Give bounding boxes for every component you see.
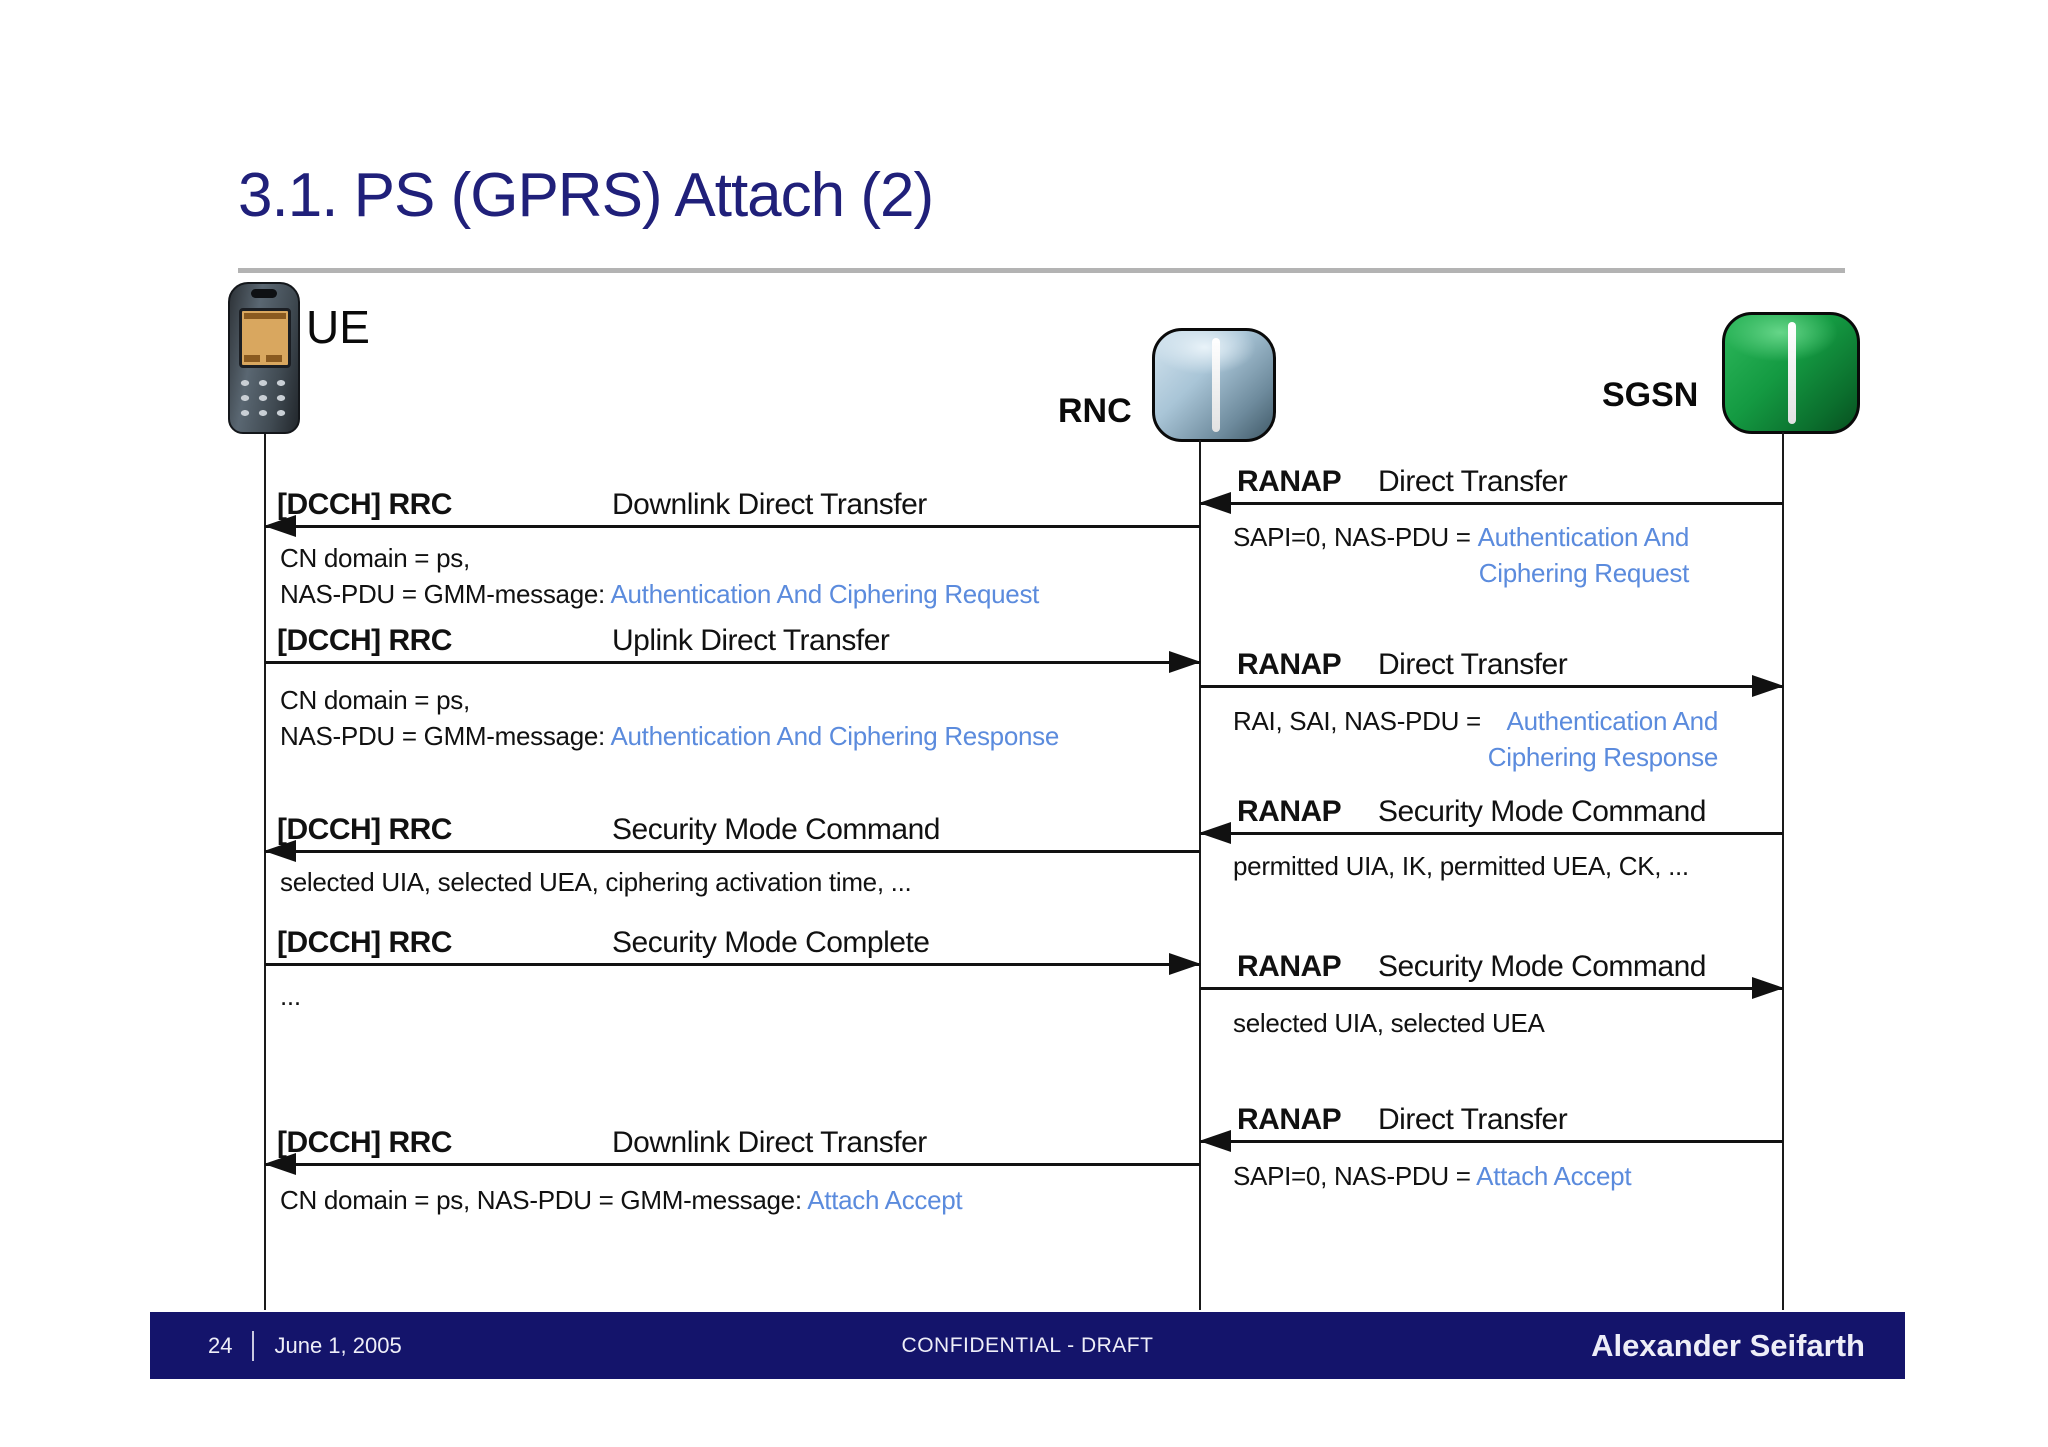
param-text: SAPI=0, NAS-PDU = [1233, 1161, 1477, 1191]
arrowhead-left [264, 1153, 296, 1175]
message-params: CN domain = ps, NAS-PDU = GMM-message: A… [280, 1182, 963, 1218]
message-arrow [1199, 1130, 1783, 1152]
sgsn-lifeline [1782, 432, 1784, 1310]
node-stripe [1211, 338, 1220, 432]
arrowhead-right [1169, 953, 1201, 975]
page-title: 3.1. PS (GPRS) Attach (2) [238, 161, 934, 230]
message-arrow [265, 953, 1201, 975]
param-highlight-line: Ciphering Request [1478, 558, 1690, 588]
footer-date: June 1, 2005 [274, 1332, 402, 1358]
message-protocol: [DCCH] RRC [277, 926, 452, 959]
message-protocol: [DCCH] RRC [277, 624, 452, 657]
message-params: NAS-PDU = GMM-message: Authentication An… [280, 576, 1039, 612]
footer-bar: 24 June 1, 2005 CONFIDENTIAL - DRAFT Ale… [150, 1312, 1905, 1379]
message-name: Security Mode Command [1378, 950, 1706, 983]
arrowhead-right [1752, 977, 1784, 999]
message-protocol: RANAP [1237, 795, 1342, 828]
footer-author: Alexander Seifarth [1591, 1327, 1865, 1363]
node-stripe [1788, 322, 1797, 424]
param-text: SAPI=0, NAS-PDU = [1233, 522, 1478, 552]
message-arrow [1200, 977, 1784, 999]
ue-entity-label: UE [306, 301, 370, 353]
message-protocol: RANAP [1237, 465, 1342, 498]
message-name: Downlink Direct Transfer [612, 488, 927, 521]
param-highlight: Attach Accept [1476, 1161, 1632, 1191]
title-divider [238, 268, 1845, 273]
rnc-lifeline [1199, 440, 1201, 1310]
param-text: CN domain = ps, NAS-PDU = GMM-message: [280, 1185, 808, 1215]
phone-screen-detail [244, 313, 286, 319]
message-name: Security Mode Command [1378, 795, 1706, 828]
message-arrow [264, 515, 1200, 537]
param-text: RAI, SAI, NAS-PDU = [1233, 706, 1488, 736]
message-arrow [265, 651, 1201, 673]
message-name: Uplink Direct Transfer [612, 624, 890, 657]
message-params: SAPI=0, NAS-PDU = Attach Accept [1233, 1158, 1632, 1194]
arrowhead-left [264, 840, 296, 862]
phone-earpiece [251, 289, 277, 298]
message-params: selected UIA, selected UEA, ciphering ac… [280, 867, 912, 897]
sgsn-entity-label: SGSN [1602, 376, 1699, 414]
message-protocol: [DCCH] RRC [277, 488, 452, 521]
param-text: NAS-PDU = GMM-message: [280, 721, 611, 751]
message-arrow [1199, 492, 1783, 514]
param-highlight: Authentication And Ciphering Response [610, 721, 1060, 751]
rnc-entity-label: RNC [1058, 392, 1132, 430]
ue-lifeline [264, 434, 266, 1310]
page-number: 24 [208, 1332, 233, 1358]
footer-left: 24 June 1, 2005 [208, 1330, 402, 1361]
phone-screen-detail [244, 355, 260, 362]
message-protocol: RANAP [1237, 1103, 1342, 1136]
arrowhead-right [1169, 651, 1201, 673]
message-name: Direct Transfer [1378, 465, 1568, 498]
message-protocol: [DCCH] RRC [277, 1126, 452, 1159]
arrowhead-left [264, 515, 296, 537]
message-name: Direct Transfer [1378, 648, 1568, 681]
message-params: CN domain = ps, [280, 543, 470, 573]
message-params: selected UIA, selected UEA [1233, 1008, 1545, 1038]
phone-keypad [237, 376, 291, 422]
mobile-phone-icon [228, 282, 300, 434]
message-name: Security Mode Command [612, 813, 940, 846]
sgsn-node-icon [1722, 312, 1860, 434]
message-protocol: [DCCH] RRC [277, 813, 452, 846]
param-highlight-line: Authentication And [1506, 706, 1719, 736]
message-arrow [1199, 822, 1783, 844]
rnc-node-icon [1152, 328, 1276, 442]
arrowhead-right [1752, 675, 1784, 697]
arrowhead-left [1199, 492, 1231, 514]
param-highlight-line: Authentication And [1477, 522, 1690, 552]
message-name: Downlink Direct Transfer [612, 1126, 927, 1159]
arrowhead-left [1199, 822, 1231, 844]
phone-screen [239, 308, 291, 368]
message-protocol: RANAP [1237, 648, 1342, 681]
message-params: ... [280, 981, 301, 1011]
confidentiality-label: CONFIDENTIAL - DRAFT [901, 1333, 1154, 1357]
param-highlight: Attach Accept [807, 1185, 963, 1215]
param-highlight-line: Ciphering Response [1487, 742, 1718, 772]
message-name: Direct Transfer [1378, 1103, 1568, 1136]
message-arrow [264, 1153, 1200, 1175]
message-arrow [264, 840, 1200, 862]
message-protocol: RANAP [1237, 950, 1342, 983]
param-text: NAS-PDU = GMM-message: [280, 579, 611, 609]
param-highlight: Authentication And Ciphering Request [610, 579, 1040, 609]
message-params: CN domain = ps, [280, 685, 470, 715]
footer-separator [252, 1330, 255, 1361]
message-params: NAS-PDU = GMM-message: Authentication An… [280, 718, 1059, 754]
message-params: permitted UIA, IK, permitted UEA, CK, ..… [1233, 851, 1689, 881]
message-name: Security Mode Complete [612, 926, 930, 959]
message-arrow [1200, 675, 1784, 697]
arrowhead-left [1199, 1130, 1231, 1152]
